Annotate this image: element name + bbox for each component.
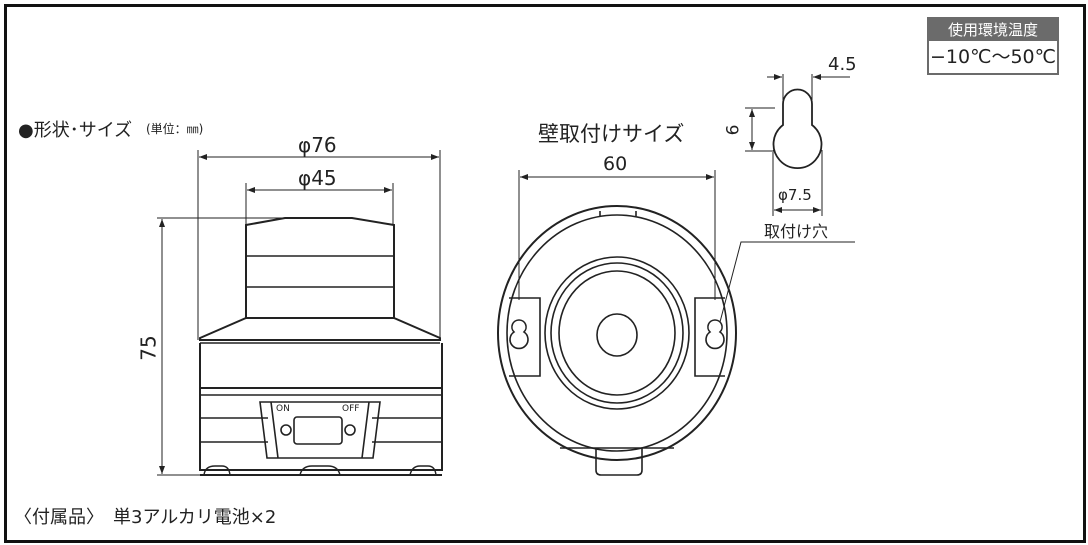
keyhole-detail: [772, 88, 823, 170]
dim-outer-label: φ76: [298, 133, 337, 157]
temperature-range: −10℃～50℃: [930, 46, 1056, 68]
dim-top-label: φ45: [298, 166, 337, 190]
keyhole-right: [705, 319, 725, 350]
dim-spacing-label: 60: [603, 153, 628, 175]
dim-height-label: 75: [136, 335, 161, 361]
keyhole-width-label: 4.5: [828, 54, 857, 75]
switch-off-label: OFF: [342, 404, 360, 414]
front-view-device: [157, 150, 443, 476]
wall-mount-view: [497, 74, 855, 476]
section-title: ●形状･サイズ: [18, 120, 133, 141]
unit-note: (単位：㎜): [146, 122, 204, 136]
keyhole-left: [509, 319, 529, 350]
wall-mount-title: 壁取付けサイズ: [538, 122, 685, 146]
keyhole-diameter-label: φ7.5: [778, 186, 812, 204]
switch-slot: [293, 416, 343, 445]
accessories-note: 〈付属品〉 単3アルカリ電池×2: [14, 507, 277, 528]
hole-label: 取付け穴: [764, 222, 829, 241]
diagram-frame: [4, 4, 1086, 543]
leader-line: [719, 241, 855, 323]
temperature-box: 使用環境温度 −10℃～50℃: [927, 17, 1059, 75]
temperature-label: 使用環境温度: [929, 19, 1057, 41]
keyhole-height-label: 6: [723, 124, 744, 136]
switch-on-label: ON: [276, 404, 290, 414]
